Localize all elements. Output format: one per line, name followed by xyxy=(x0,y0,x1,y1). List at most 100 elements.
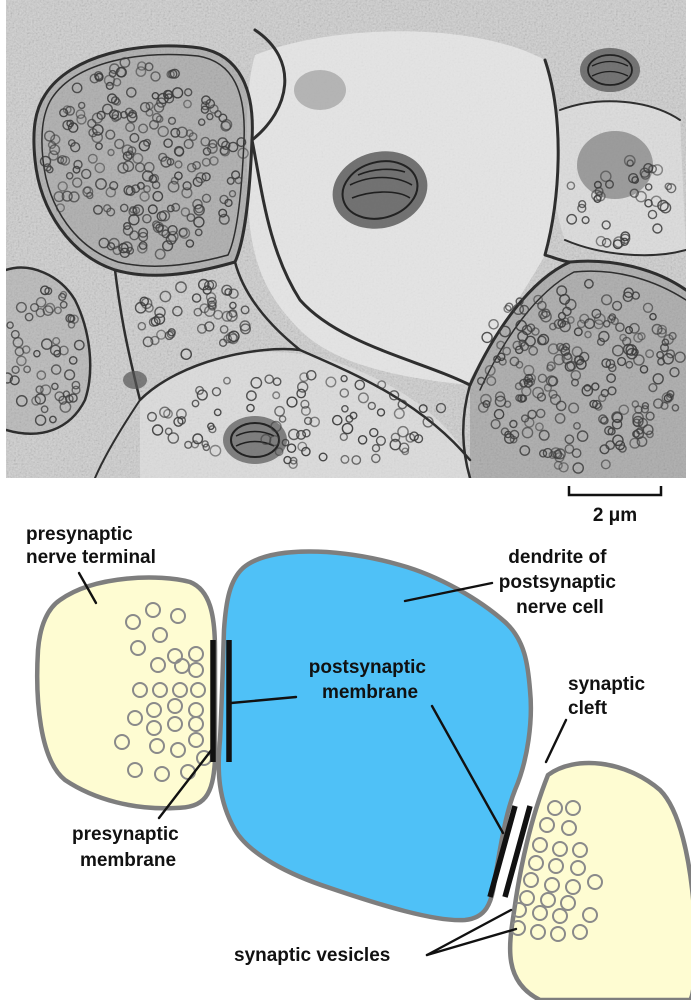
micrograph-vesicle xyxy=(201,193,212,204)
micrograph-vesicle xyxy=(388,390,400,401)
micrograph-vesicle xyxy=(521,426,534,439)
micrograph-vesicle xyxy=(622,291,634,303)
micrograph-vesicle xyxy=(206,112,214,121)
micrograph-vesicle xyxy=(224,198,233,208)
vesicle xyxy=(532,837,548,853)
micrograph-vesicle xyxy=(234,176,243,185)
micrograph-vesicle xyxy=(615,322,625,333)
micrograph-vesicle xyxy=(186,162,197,173)
micrograph-vesicle xyxy=(555,400,567,412)
micrograph-vesicle xyxy=(138,139,151,152)
micrograph-vesicle xyxy=(194,228,203,237)
micrograph-vesicle xyxy=(564,434,575,445)
micrograph-vesicle xyxy=(354,379,366,391)
micrograph-vesicle xyxy=(172,305,183,317)
micrograph-vesicle xyxy=(139,296,149,307)
micrograph-vesicle xyxy=(538,449,548,458)
micrograph-vesicle xyxy=(601,237,612,248)
micrograph-vesicle xyxy=(46,165,54,174)
micrograph-vesicle xyxy=(128,109,137,119)
micrograph-vesicle xyxy=(418,404,428,414)
micrograph-vesicle xyxy=(151,180,161,190)
micrograph-vesicle xyxy=(143,161,155,173)
vesicle xyxy=(149,738,165,754)
micrograph-vesicle xyxy=(54,306,62,315)
micrograph-vesicle xyxy=(549,394,562,406)
micrograph-vesicle xyxy=(151,220,161,229)
label-synaptic-vesicles: synaptic vesicles xyxy=(234,945,390,966)
micrograph-vesicle xyxy=(140,297,153,310)
micrograph-vesicle xyxy=(494,391,506,402)
micrograph-vesicle xyxy=(519,445,531,456)
micrograph-vesicle xyxy=(59,401,72,413)
micrograph-vesicle xyxy=(573,421,581,430)
micrograph-vesicle xyxy=(553,353,565,366)
micrograph-vesicle xyxy=(177,415,187,425)
micrograph-vesicle xyxy=(119,57,131,68)
micrograph-vesicle xyxy=(666,183,677,194)
vesicle xyxy=(190,682,206,698)
micrograph-vesicle xyxy=(274,405,285,417)
micrograph-vesicle xyxy=(31,395,41,406)
micrograph-vesicle xyxy=(606,373,616,384)
micrograph-vesicle xyxy=(435,402,447,414)
micrograph-vesicle xyxy=(42,305,54,316)
micrograph-vesicle xyxy=(237,147,249,159)
micrograph-vesicle xyxy=(183,88,193,97)
micrograph-vesicle xyxy=(182,181,192,191)
micrograph-vesicle xyxy=(167,116,177,125)
micrograph-vesicle xyxy=(59,300,68,309)
micrograph-vesicle xyxy=(498,357,507,366)
micrograph-vesicle xyxy=(203,305,216,317)
micrograph-vesicle xyxy=(288,459,298,469)
micrograph-vesicle xyxy=(71,385,81,395)
vesicle xyxy=(132,682,148,698)
micrograph-vesicle xyxy=(35,385,44,394)
micrograph-vesicle xyxy=(167,432,180,444)
vesicle xyxy=(127,710,143,726)
micrograph-vesicle xyxy=(121,144,134,156)
micrograph-vesicle xyxy=(553,319,564,330)
micrograph-vesicle xyxy=(202,147,212,156)
micrograph-vesicle xyxy=(40,285,50,296)
micrograph-vesicle xyxy=(600,170,612,183)
micrograph-vesicle xyxy=(626,347,638,360)
micrograph-vesicle xyxy=(174,160,183,169)
micrograph-vesicle xyxy=(593,180,602,189)
micrograph-vesicle xyxy=(325,376,337,388)
vesicle xyxy=(167,716,183,732)
pointer-vesicles-1 xyxy=(425,908,513,957)
micrograph-vesicle xyxy=(401,447,410,456)
micrograph-vesicle xyxy=(117,162,129,174)
micrograph-vesicle xyxy=(612,344,624,357)
micrograph-vesicle xyxy=(15,394,28,407)
micrograph-vesicle xyxy=(123,221,132,230)
micrograph-vesicle xyxy=(526,323,536,333)
micrograph-vesicle xyxy=(181,187,193,199)
micrograph-vesicle xyxy=(547,343,560,355)
label-presynaptic-membrane-line1: presynaptic xyxy=(72,824,179,845)
vesicle xyxy=(572,842,588,858)
micrograph-vesicle xyxy=(579,313,590,324)
micrograph-vesicle xyxy=(139,101,151,113)
micrograph-vesicle xyxy=(62,390,71,398)
micrograph-vesicle xyxy=(558,343,568,353)
micrograph-vesicle xyxy=(51,382,59,391)
micrograph-vesicle xyxy=(578,200,587,209)
micrograph-vesicle xyxy=(103,74,116,87)
vesicle xyxy=(565,879,581,895)
micrograph-vesicle xyxy=(502,346,512,356)
micrograph-vesicle xyxy=(397,425,409,438)
micrograph-vesicle xyxy=(653,398,664,409)
micrograph-vesicle xyxy=(167,230,179,243)
micrograph-vesicle xyxy=(640,405,650,414)
micrograph-vesicle xyxy=(150,316,161,327)
micrograph-vesicle xyxy=(200,136,211,147)
micrograph-vesicle xyxy=(240,305,250,315)
vesicle xyxy=(552,908,568,924)
micrograph-vesicle xyxy=(526,373,536,383)
micrograph-vesicle xyxy=(194,204,204,214)
micrograph-vesicle xyxy=(278,415,287,423)
micrograph-vesicle xyxy=(641,402,650,410)
micrograph-vesicle xyxy=(559,320,571,333)
